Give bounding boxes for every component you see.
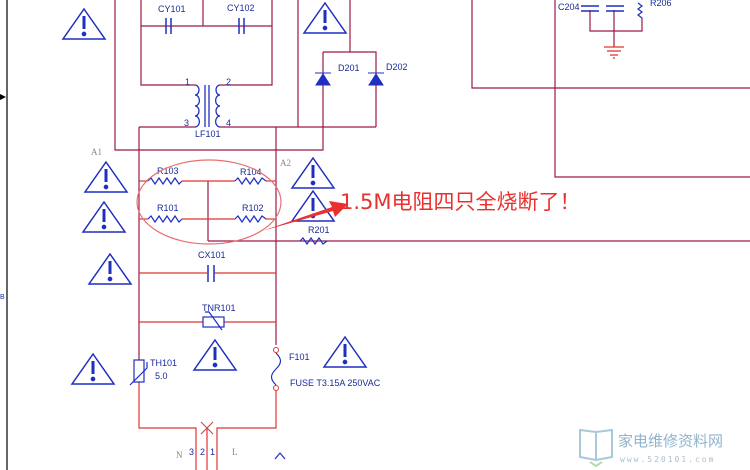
- marker-l: L: [232, 447, 238, 457]
- fuse-f101-icon: [270, 352, 282, 386]
- annotation-text: 1.5M电阻四只全烧断了！: [340, 190, 581, 214]
- resistor-r102-icon: [234, 214, 267, 224]
- connector-pin3: 3: [189, 447, 194, 457]
- label-fuse-rating: FUSE T3.15A 250VAC: [290, 378, 381, 388]
- resistor-r104-icon: [234, 176, 267, 186]
- label-pin3: 3: [184, 118, 189, 128]
- label-pin1: 1: [185, 77, 190, 87]
- fuse-terminal: [273, 385, 279, 391]
- capacitor-c205-icon: [606, 5, 624, 12]
- label-r101: R101: [157, 203, 179, 213]
- label-d202: D202: [386, 62, 408, 72]
- resistor-r201-icon: [299, 236, 328, 246]
- diode-d202-icon: [368, 72, 384, 86]
- label-f101: F101: [289, 352, 310, 362]
- thermistor-th101-icon: [129, 359, 148, 386]
- label-r103: R103: [157, 166, 179, 176]
- warning-icon: [83, 160, 129, 193]
- warning-icon: [322, 335, 368, 368]
- marker-n: N: [176, 450, 183, 460]
- warning-icon: [290, 156, 336, 189]
- watermark-book-icon: [579, 428, 613, 468]
- warning-icon: [87, 252, 133, 285]
- label-r201: R201: [308, 225, 330, 235]
- label-cy101: CY101: [158, 4, 186, 14]
- fuse-terminal: [273, 347, 279, 353]
- label-r206: R206: [650, 0, 672, 8]
- label-d201: D201: [338, 63, 360, 73]
- label-pin2: 2: [226, 77, 231, 87]
- annotation-arrow-icon: [262, 201, 348, 231]
- warning-icons: [61, 1, 368, 385]
- label-c204: C204: [558, 2, 580, 12]
- warning-icon: [81, 200, 127, 233]
- watermark-url: www.520101.com: [620, 455, 715, 464]
- wires: [114, 0, 750, 360]
- warning-icon: [192, 338, 238, 371]
- highlight-ellipse: [136, 159, 282, 245]
- capacitor-c204-icon: [581, 5, 599, 12]
- capacitor-cx101-icon: [207, 265, 215, 282]
- label-th101-value: 5.0: [155, 371, 168, 381]
- resistor-r206-icon: [637, 2, 643, 19]
- transformer-lf101-icon: [194, 84, 221, 128]
- watermark-name: 家电维修资料网: [618, 432, 723, 450]
- warning-icon: [70, 352, 116, 385]
- label-r104: R104: [240, 167, 262, 177]
- border-arrow-icon: [0, 94, 6, 100]
- label-lf101: LF101: [195, 129, 221, 139]
- capacitor-cy102-icon: [238, 18, 245, 34]
- resistor-r101-icon: [147, 214, 183, 224]
- resistor-r103-icon: [147, 176, 183, 186]
- label-tnr101: TNR101: [202, 303, 236, 313]
- varistor-tnr101-icon: [202, 311, 225, 331]
- label-th101: TH101: [150, 358, 177, 368]
- connector-pin1: 1: [210, 447, 215, 457]
- marker-b: B: [0, 294, 5, 301]
- label-r102: R102: [242, 203, 264, 213]
- warning-icon: [302, 1, 348, 34]
- label-pin4: 4: [226, 118, 231, 128]
- connector-pin2: 2: [200, 447, 205, 457]
- ground-icon: [604, 46, 624, 59]
- warning-icon: [61, 7, 107, 40]
- caret-icon: [274, 452, 286, 460]
- diode-d201-icon: [315, 72, 331, 86]
- marker-a2: A2: [280, 158, 291, 168]
- marker-a1: A1: [91, 147, 102, 157]
- capacitor-cy101-icon: [165, 18, 172, 34]
- label-cx101: CX101: [198, 250, 226, 260]
- label-cy102: CY102: [227, 3, 255, 13]
